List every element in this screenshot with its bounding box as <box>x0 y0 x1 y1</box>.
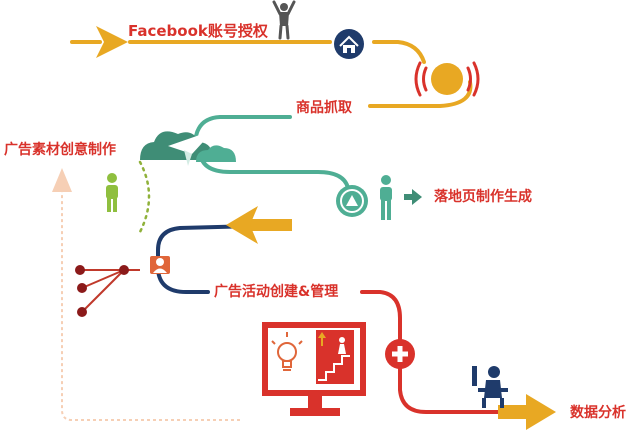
broadcast-icon <box>414 61 480 97</box>
end-arrow <box>498 394 556 430</box>
start-arrow <box>96 26 128 58</box>
gold-left-arrow <box>226 206 292 244</box>
landing-arrow-icon <box>404 189 422 205</box>
label-product-fetch: 商品抓取 <box>296 100 352 116</box>
lightbulb-icon <box>271 332 303 371</box>
gold-flow <box>70 40 473 108</box>
plus-icon <box>385 339 415 369</box>
green-dotted-arc <box>138 160 151 234</box>
monitor-icon <box>262 322 366 416</box>
label-landing-page: 落地页制作生成 <box>434 189 532 205</box>
label-data-analysis: 数据分析 <box>570 405 626 421</box>
cloud-paper-plane-icon <box>140 130 236 166</box>
person-teal-icon <box>380 175 392 220</box>
person-orange-icon <box>150 256 170 274</box>
label-facebook-auth: Facebook账号授权 <box>128 22 268 40</box>
person-raised-arms-icon <box>272 0 296 40</box>
navy-flow <box>156 223 292 294</box>
peach-return-flow <box>52 168 240 421</box>
label-ad-creative: 广告素材创意制作 <box>4 142 116 158</box>
play-triangle-icon <box>336 185 368 217</box>
person-at-desk-icon <box>472 366 508 408</box>
home-icon <box>334 29 364 59</box>
label-campaign-mgmt: 广告活动创建&管理 <box>214 284 339 300</box>
red-flow <box>360 290 508 414</box>
person-green-icon <box>106 173 118 212</box>
network-nodes-icon <box>75 265 140 317</box>
stairs-climber-icon <box>316 330 354 384</box>
